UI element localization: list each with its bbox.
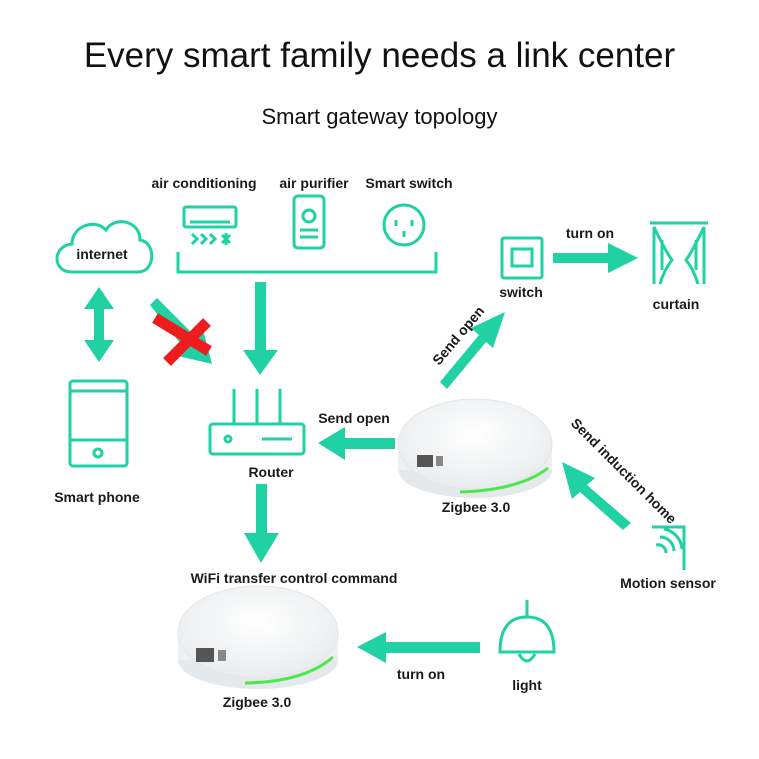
arrow-sensor-to-hub (562, 462, 631, 530)
page-subtitle: Smart gateway topology (261, 104, 498, 129)
arrow-cloud-phone (84, 287, 114, 362)
air-conditioner-icon (182, 205, 238, 246)
motion-sensor-icon (652, 525, 686, 570)
air-purifier-icon (292, 194, 326, 250)
blocked-cross-icon (152, 313, 212, 366)
arrow-light-to-hub (357, 632, 480, 663)
arrow-switch-to-curtain (553, 243, 638, 273)
arrow-router-to-hub (244, 484, 279, 563)
smart-switch-label: Smart switch (365, 175, 452, 191)
router-label: Router (248, 464, 294, 480)
page-title: Every smart family needs a link center (83, 36, 676, 75)
light-label: light (512, 677, 542, 693)
internet-label: internet (76, 246, 128, 262)
send-open-switch-label: Send open (429, 303, 487, 368)
appliance-bracket (176, 252, 438, 274)
zigbee-hub-bottom (177, 585, 339, 689)
zigbee-hub-top (397, 398, 553, 498)
router-icon (208, 389, 306, 456)
smart-phone-label: Smart phone (54, 489, 140, 505)
send-induction-home-label: Send induction home (568, 415, 680, 527)
smartphone-icon (68, 379, 129, 468)
turn-on-curtain-label: turn on (566, 225, 614, 241)
turn-on-light-label: turn on (397, 666, 445, 682)
wall-switch-icon (500, 236, 544, 280)
arrow-hub-to-switch (440, 312, 505, 389)
motion-sensor-label: Motion sensor (620, 575, 716, 591)
zigbee-top-label: Zigbee 3.0 (442, 499, 511, 515)
curtain-label: curtain (653, 296, 700, 312)
wifi-transfer-label: WiFi transfer control command (191, 570, 398, 586)
zigbee-bottom-label: Zigbee 3.0 (223, 694, 292, 710)
smart-switch-icon (382, 203, 426, 247)
switch-label: switch (499, 284, 543, 300)
cloud-icon (55, 220, 154, 274)
send-open-router-label: Send open (318, 410, 390, 426)
curtain-icon (650, 221, 708, 285)
pendant-light-icon (498, 600, 556, 663)
air-conditioning-label: air conditioning (152, 175, 257, 191)
arrow-hub-to-router (318, 427, 395, 460)
arrow-appliances-to-router (243, 282, 278, 375)
air-purifier-label: air purifier (279, 175, 349, 191)
